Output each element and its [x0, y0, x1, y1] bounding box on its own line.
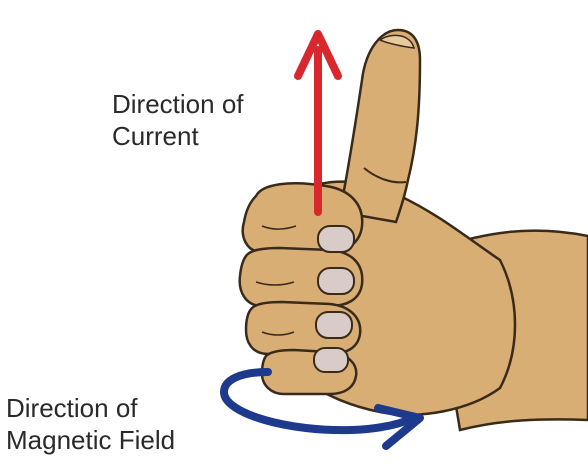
field-label-line1: Direction of — [6, 392, 175, 424]
current-label-line2: Current — [112, 120, 244, 152]
current-label-line1: Direction of — [112, 88, 244, 120]
fingernail-index — [318, 226, 354, 252]
fingernail-little — [314, 348, 348, 372]
fingernail-middle — [318, 268, 354, 294]
thumb — [340, 30, 420, 222]
field-label-line2: Magnetic Field — [6, 424, 175, 456]
current-direction-label: Direction of Current — [112, 88, 244, 152]
fingernail-ring — [316, 312, 352, 338]
magnetic-field-direction-label: Direction of Magnetic Field — [6, 392, 175, 456]
